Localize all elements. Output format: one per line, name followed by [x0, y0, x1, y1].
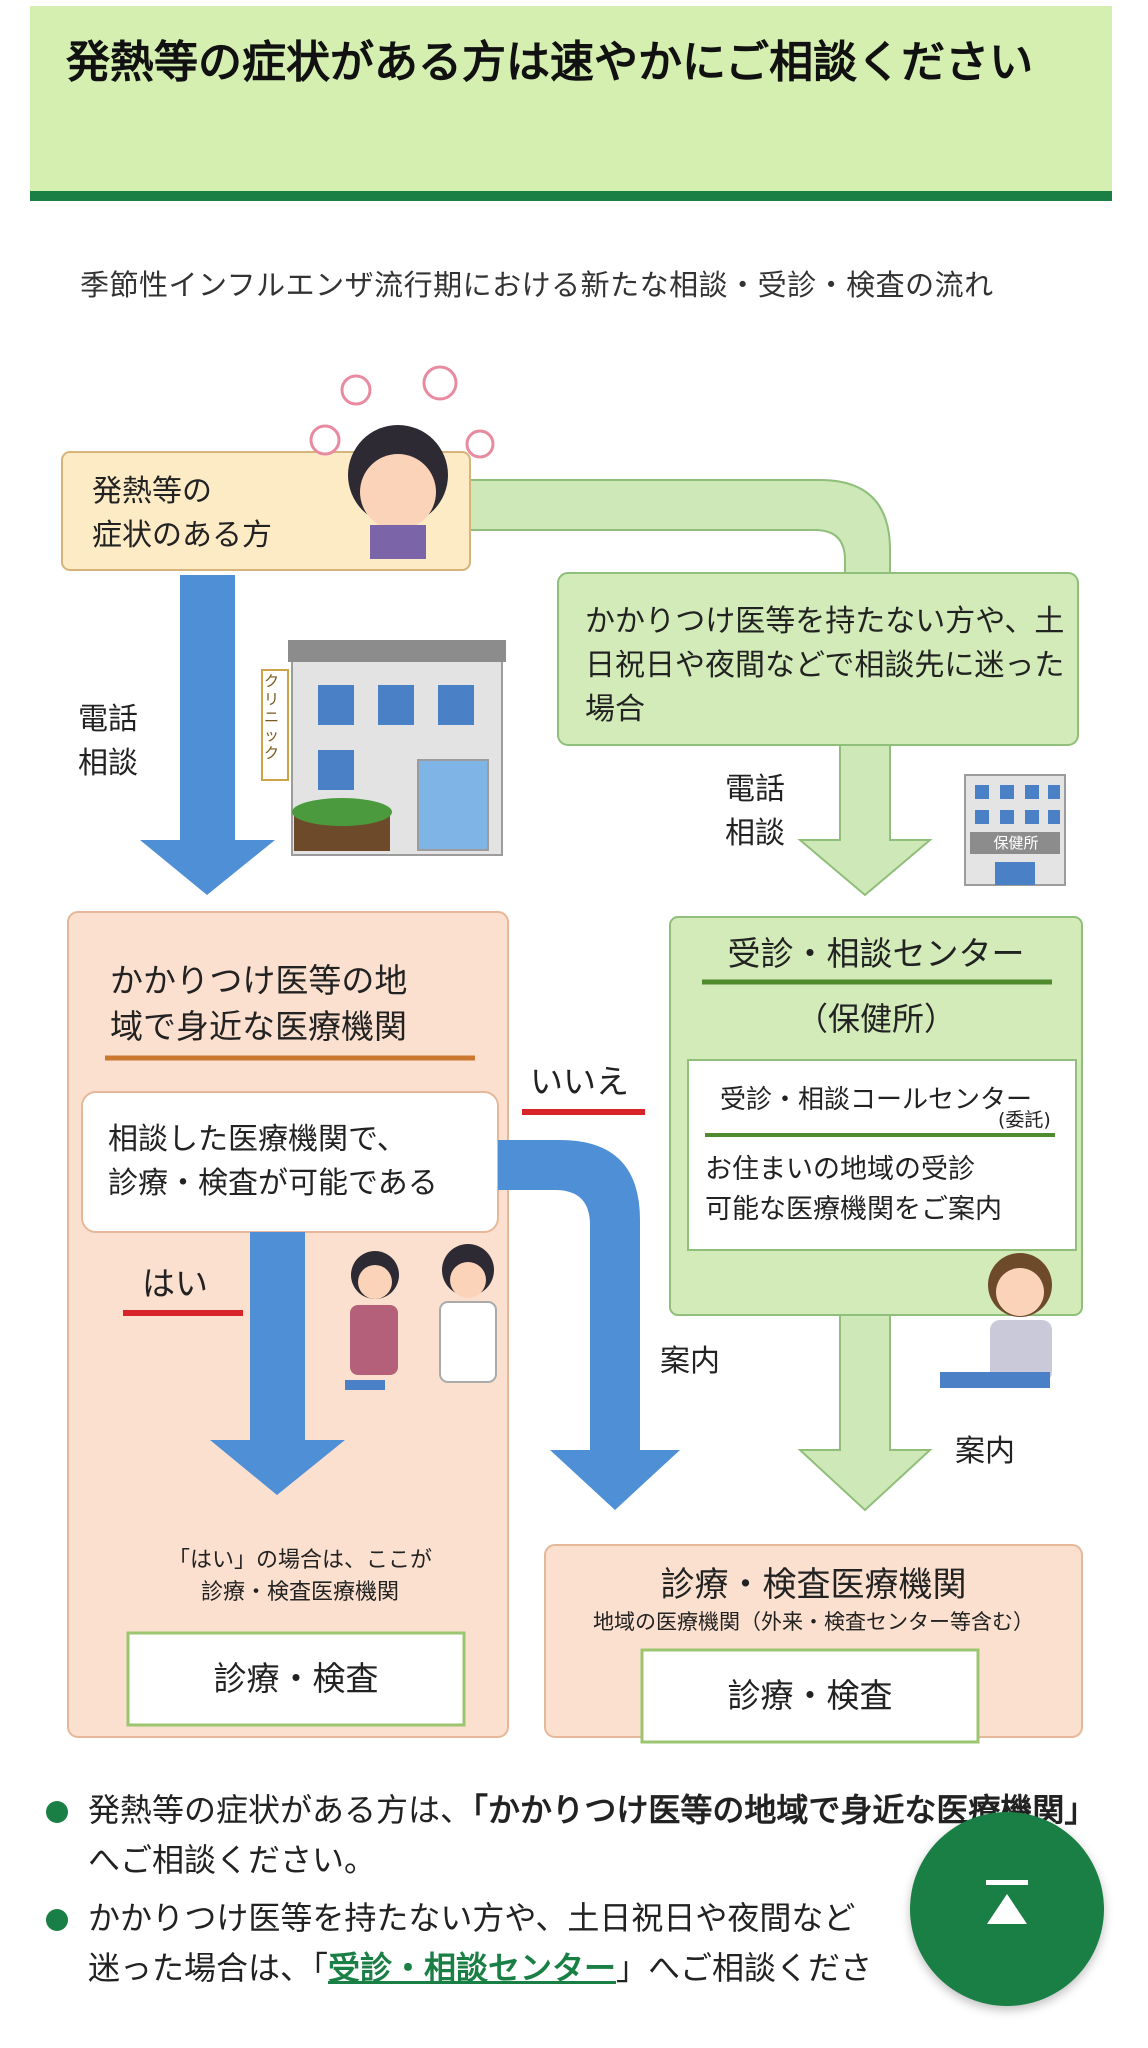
call-center-desc: お住まいの地域の受診 可能な医療機関をご案内 [705, 1154, 1002, 1225]
green-arrow-down-2 [797, 1299, 933, 1512]
no-doctor-label: かかりつけ医等を持たない方や、土日祝日や夜間などで相談先に迷った場合 [585, 604, 1065, 727]
health-center-building-icon [964, 774, 1066, 886]
scroll-to-top-button[interactable] [910, 1812, 1104, 2006]
call-operator-icon [940, 1253, 1052, 1388]
exam-institution-sub: 地域の医療機関（外来・検査センター等含む） [593, 1610, 1034, 1634]
consult-center-link[interactable]: 受診・相談センター [328, 1949, 617, 1987]
guide-label-mid: 案内 [660, 1344, 720, 1379]
health-center-sign: 保健所 [993, 834, 1039, 852]
no-label: いいえ [530, 1062, 629, 1101]
call-center-title: 受診・相談コールセンター [720, 1085, 1033, 1115]
guide-label-right: 案内 [955, 1434, 1015, 1469]
local-clinic-title: かかりつけ医等の地 域で身近な医療機関 [110, 961, 408, 1046]
phone-consult-right: 電話 相談 [725, 772, 785, 851]
page-title: 発熱等の症状がある方は速やかにご相談ください [66, 37, 1034, 88]
blue-arrow-left [140, 575, 275, 895]
blue-arrow-yes [210, 1232, 345, 1495]
patient-label: 発熱等の 症状のある方 [92, 474, 272, 553]
yes-note: 「はい」の場合は、ここが 診療・検査医療機関 [167, 1548, 432, 1605]
blue-arrow-no [498, 1140, 680, 1510]
question-label: 相談した医療機関で、 診療・検査が可能である [108, 1122, 438, 1201]
clinic-sign: クリニック [264, 672, 280, 762]
exam-label-right: 診療・検査 [727, 1676, 893, 1715]
yes-label: はい [142, 1264, 208, 1303]
bullet-item-2: かかりつけ医等を持たない方や、土日祝日や夜間など迷った場合は、「受診・相談センタ… [42, 1893, 1112, 1993]
green-arrow-down-1 [797, 744, 933, 897]
bullet-list: 発熱等の症状がある方は、「かかりつけ医等の地域で身近な医療機関」へご相談ください… [42, 1785, 1112, 2001]
page-header: 発熱等の症状がある方は速やかにご相談ください [30, 6, 1112, 201]
consult-center-sub: （保健所） [795, 1000, 956, 1038]
exam-institution-title: 診療・検査医療機関 [660, 1565, 967, 1605]
exam-label-left: 診療・検査 [213, 1659, 379, 1698]
phone-consult-left: 電話 相談 [78, 702, 138, 781]
bullet-dot-icon [46, 1909, 68, 1931]
figure-subtitle: 季節性インフルエンザ流行期における新たな相談・受診・検査の流れ [80, 268, 994, 302]
exam-box-right [640, 1648, 980, 1744]
clinic-building-icon [261, 640, 506, 856]
call-center-box [687, 1059, 1077, 1251]
arrow-up-to-top-icon [986, 1880, 1028, 1885]
consult-center-title: 受診・相談センター [727, 934, 1025, 973]
bullet-item-1: 発熱等の症状がある方は、「かかりつけ医等の地域で身近な医療機関」へご相談ください… [42, 1785, 1112, 1885]
worried-person-icon [309, 365, 495, 559]
flowchart [61, 365, 1083, 1744]
bullet-dot-icon [46, 1801, 68, 1823]
exam-box-left [126, 1631, 466, 1727]
call-center-itaku: (委託) [998, 1109, 1051, 1131]
no-doctor-box [557, 572, 1079, 746]
doctor-patient-icon [345, 1244, 497, 1390]
green-arrow-top [469, 479, 891, 581]
